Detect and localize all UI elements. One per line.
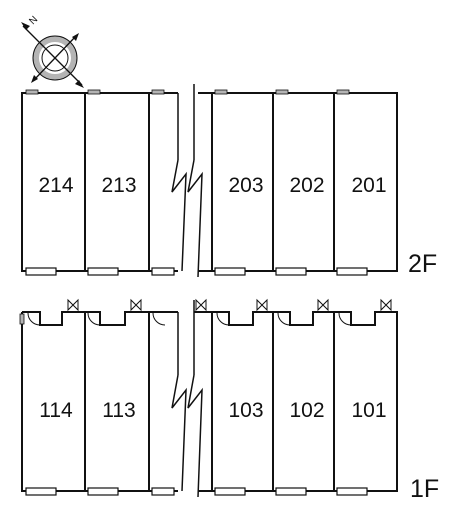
room-203: 203 [228,174,263,197]
room-214: 214 [38,174,73,197]
compass-rose-icon: N [21,14,84,88]
room-101: 101 [351,399,386,422]
room-114: 114 [39,399,73,422]
room-113: 113 [102,399,135,422]
room-103: 103 [228,399,263,422]
room-102: 102 [289,399,324,422]
north-letter: N [27,14,40,27]
door-swing-icon [27,312,352,326]
floor-2f: 214 213 203 202 201 2F [21,84,437,280]
room-201: 201 [351,174,386,197]
floor-label-1f: 1F [410,475,439,503]
meter-box-icon [67,298,392,312]
room-202: 202 [289,174,324,197]
floor-label-2f: 2F [408,250,437,278]
room-213: 213 [101,174,136,197]
floor-1f: 114 113 103 102 101 1F [19,298,439,503]
